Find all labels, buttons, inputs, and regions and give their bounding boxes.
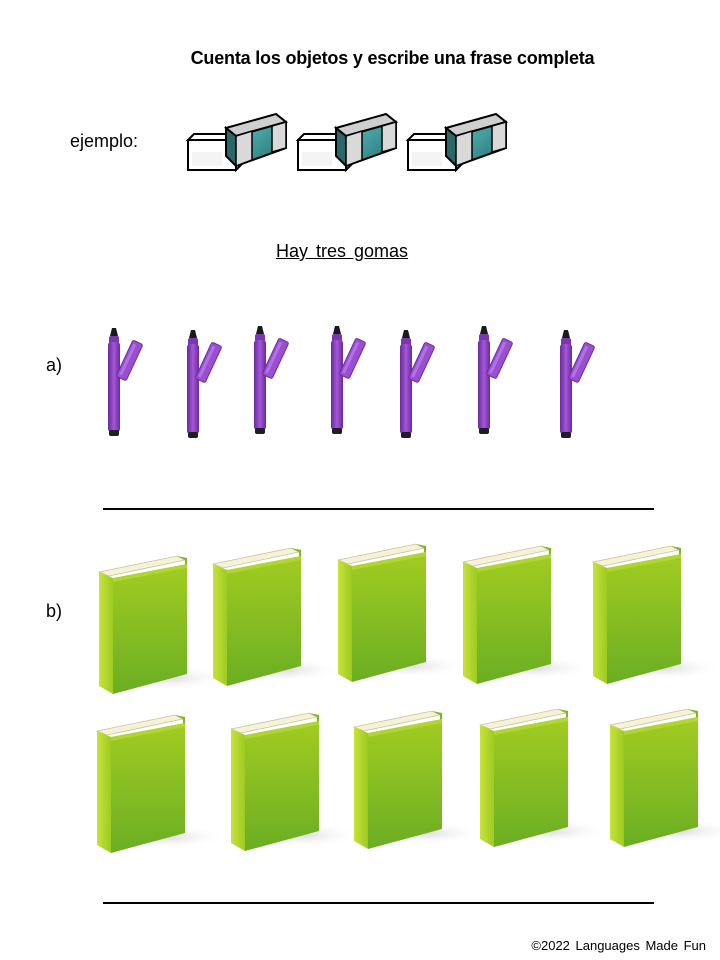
marker-icon	[559, 329, 596, 439]
worksheet-title: Cuenta los objetos y escribe una frase c…	[190, 48, 595, 68]
answer-line-b[interactable]	[103, 902, 654, 904]
question-b-label: b)	[46, 601, 63, 621]
example-answer: Hay tres gomas	[276, 241, 409, 261]
book-icon	[592, 545, 720, 685]
eraser-icon	[407, 113, 507, 171]
example-label: ejemplo:	[70, 131, 139, 151]
book-icon	[98, 555, 230, 695]
book-icon	[609, 708, 720, 848]
eraser-icon	[187, 113, 287, 171]
book-icon	[230, 712, 362, 852]
answer-line-a[interactable]	[103, 508, 654, 510]
copyright-notice: ©2022 Languages Made Fun	[531, 938, 706, 953]
marker-icon	[107, 327, 144, 437]
marker-icon	[330, 325, 367, 435]
book-icon	[479, 708, 611, 848]
book-icon	[353, 710, 485, 850]
marker-icon	[253, 325, 290, 435]
book-icon	[337, 543, 469, 683]
book-icon	[462, 545, 594, 685]
book-icon	[212, 547, 344, 687]
question-a-label: a)	[46, 355, 63, 375]
eraser-icon	[297, 113, 397, 171]
marker-icon	[477, 325, 514, 435]
book-icon	[96, 714, 228, 854]
marker-icon	[186, 329, 223, 439]
marker-icon	[399, 329, 436, 439]
